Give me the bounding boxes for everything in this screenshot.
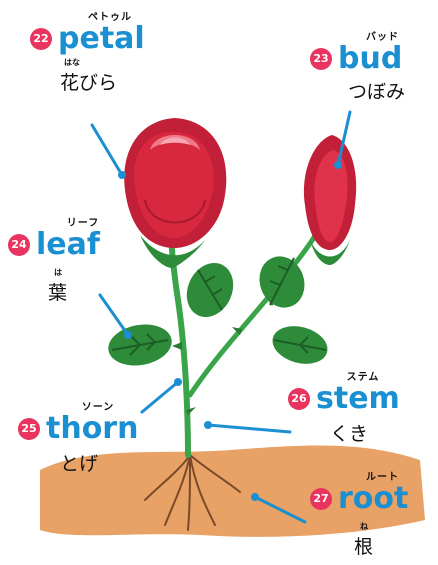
rose-bud [304, 135, 356, 250]
root-number-badge: 27 [310, 488, 332, 510]
thorn-japanese: とげ [60, 449, 178, 476]
label-thorn: ソーン 25 thorn とげ [18, 398, 178, 476]
stem-term: 26 stem [288, 383, 428, 415]
rose-flower [124, 118, 226, 248]
root-japanese: 根 [354, 532, 435, 559]
label-leaf: リーフ 24 leaf は 葉 [8, 214, 138, 305]
label-stem: ステム 26 stem くき [288, 368, 428, 446]
leaf-reading: は [54, 267, 138, 278]
label-root: ルート 27 root ね 根 [310, 468, 435, 559]
thorn-english: thorn [46, 413, 138, 445]
stem-number-badge: 26 [288, 388, 310, 410]
label-petal: ペトゥル 22 petal はな 花びら [30, 8, 170, 95]
petal-term: 22 petal [30, 23, 170, 55]
bud-japanese: つぼみ [348, 77, 435, 104]
root-term: 27 root [310, 483, 435, 515]
leaf-japanese: 葉 [48, 278, 138, 305]
leaf-english: leaf [36, 229, 100, 261]
petal-japanese: 花びら [60, 68, 170, 95]
petal-english: petal [58, 23, 145, 55]
leaves [105, 250, 332, 370]
stem-english: stem [316, 383, 400, 415]
root-reading: ね [360, 521, 435, 532]
stem-japanese: くき [330, 419, 428, 446]
thorn-number-badge: 25 [18, 418, 40, 440]
petal-number-badge: 22 [30, 28, 52, 50]
leaf-number-badge: 24 [8, 234, 30, 256]
bud-english: bud [338, 43, 402, 75]
petal-reading: はな [64, 57, 170, 68]
leaf-term: 24 leaf [8, 229, 138, 261]
root-english: root [338, 483, 408, 515]
label-bud: バッド 23 bud つぼみ [310, 28, 435, 104]
bud-term: 23 bud [310, 43, 435, 75]
thorn-term: 25 thorn [18, 413, 178, 445]
bud-number-badge: 23 [310, 48, 332, 70]
